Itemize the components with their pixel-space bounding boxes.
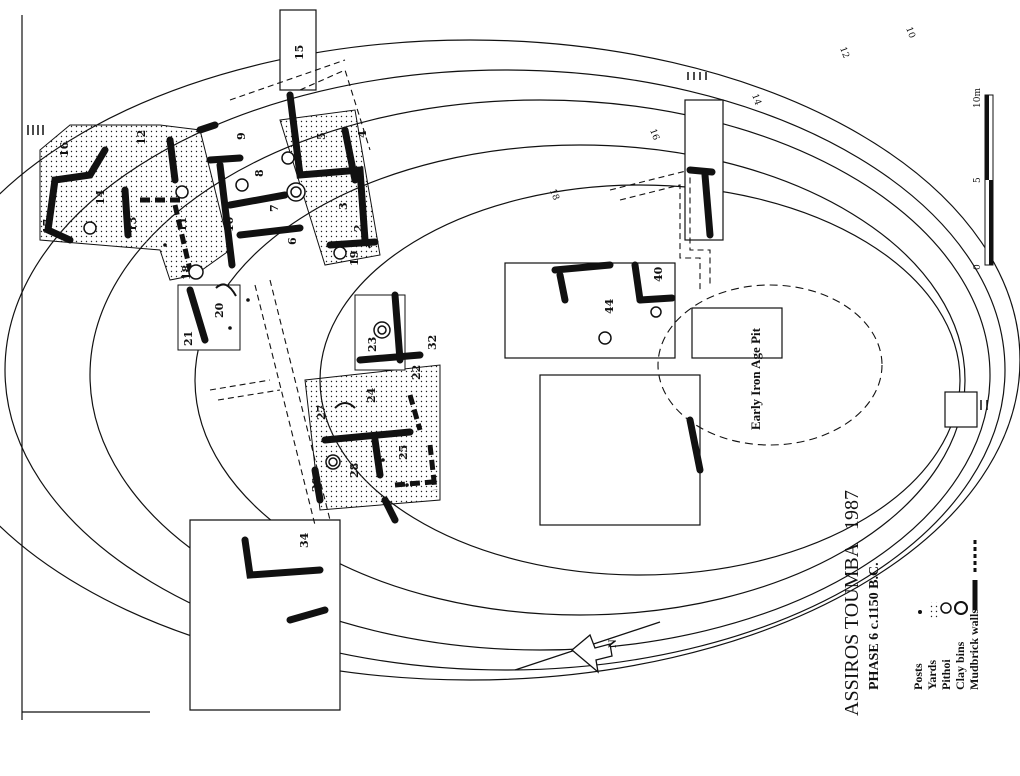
contour-label: 18 xyxy=(547,188,560,202)
site-title: ASSIROS TOUMBA xyxy=(841,542,863,716)
room-numbers: 1 2 3 4 5 6 7 8 9 10 11 12 13 14 15 16 1… xyxy=(41,45,665,548)
room-number: 34 xyxy=(298,532,311,548)
room-number: 25 xyxy=(397,445,410,460)
room-number: 29 xyxy=(310,477,323,492)
legend-label-posts: Posts xyxy=(911,663,925,690)
iron-age-pit: Early Iron Age Pit xyxy=(657,284,883,446)
legend-label-clay-bins: Clay bins xyxy=(953,641,967,690)
title-block: ASSIROS TOUMBA 1987 PHASE 6 c.1150 B.C. xyxy=(841,490,882,716)
legend-label-walls: Mudbrick walls xyxy=(967,609,981,690)
room-number: 12 xyxy=(135,130,148,145)
legend-label-pithoi: Pithoi xyxy=(939,659,953,690)
posts xyxy=(163,243,409,487)
room-number: 15 xyxy=(293,45,306,60)
room-number: 21 xyxy=(182,331,195,346)
room-number: 23 xyxy=(366,337,379,352)
room-number: 40 xyxy=(652,266,665,282)
room-number: 28 xyxy=(348,462,361,478)
scale-label-end: 10m xyxy=(973,88,983,108)
room-number: 8 xyxy=(253,169,266,177)
pithoi xyxy=(83,151,662,470)
mudbrick-walls xyxy=(44,91,716,624)
legend-pithos-symbol xyxy=(940,602,952,614)
contour-label: 10 xyxy=(903,26,916,40)
room-number: 24 xyxy=(365,387,378,403)
contour-label: 16 xyxy=(647,128,660,142)
legend-yard-symbol xyxy=(929,602,939,620)
room-number: 1 xyxy=(345,240,358,248)
legend-post-symbol xyxy=(918,610,922,614)
room-number: 16 xyxy=(58,141,71,157)
north-arrow: N xyxy=(514,621,661,674)
room-number: 4 xyxy=(356,130,369,138)
pit-label: Early Iron Age Pit xyxy=(748,327,763,430)
room-number: 6 xyxy=(286,237,299,245)
contour-labels: 10 12 14 16 18 xyxy=(547,26,916,202)
scale-label-mid: 5 xyxy=(973,177,983,183)
room-number: 11 xyxy=(176,217,189,232)
room-number: 32 xyxy=(426,335,439,350)
legend: Posts Yards Pithoi Clay bins Mudbrick wa… xyxy=(911,540,981,690)
dashed-enclosures xyxy=(209,59,711,526)
room-number: 19 xyxy=(348,251,361,266)
legend-clay-bin-symbol xyxy=(954,601,968,615)
room-number: 22 xyxy=(410,365,423,380)
contour-label: 14 xyxy=(749,93,762,107)
room-number: 2 xyxy=(352,224,365,232)
room-number: 3 xyxy=(337,202,350,210)
room-number: 14 xyxy=(94,189,107,205)
legend-label-yards: Yards xyxy=(925,660,939,690)
room-number: 5 xyxy=(315,132,328,140)
site-year: 1987 xyxy=(841,490,863,530)
mudbrick-walls-dashed xyxy=(140,197,438,491)
clay-bins xyxy=(215,241,371,409)
room-number: 17 xyxy=(41,219,54,234)
contour-label: 12 xyxy=(837,46,850,60)
room-number: 20 xyxy=(213,302,226,318)
room-number: 44 xyxy=(603,298,616,314)
room-number: 13 xyxy=(126,217,139,232)
room-number: 10 xyxy=(223,216,236,232)
room-number: 9 xyxy=(235,132,248,140)
room-number: 7 xyxy=(268,204,281,212)
contour-lines xyxy=(0,15,1020,720)
scale-label-start: 0 xyxy=(973,264,983,270)
phase-subtitle: PHASE 6 c.1150 B.C. xyxy=(867,562,882,690)
scale-bar: 0 5 10m xyxy=(973,88,994,270)
north-label: N xyxy=(605,639,619,648)
room-number: 27 xyxy=(315,405,328,420)
room-number: 18 xyxy=(180,264,193,280)
